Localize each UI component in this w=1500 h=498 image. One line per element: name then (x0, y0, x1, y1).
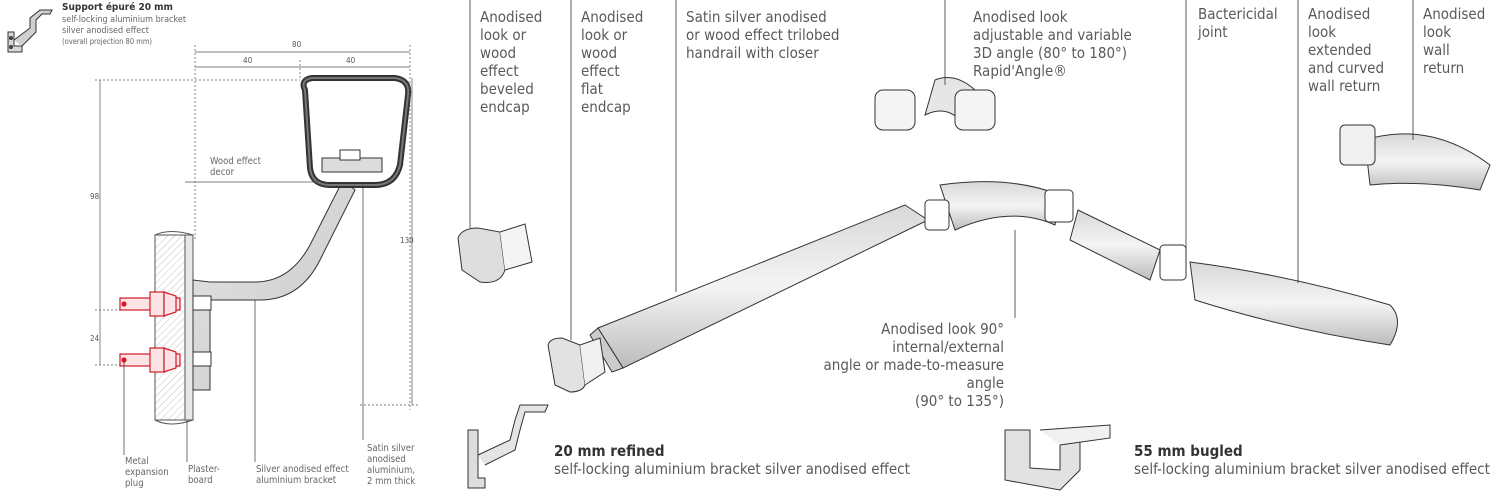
dim-24: 24 (90, 334, 100, 343)
label-decor: Wood effect decor (210, 156, 261, 178)
label-satin: Satin silver anodised aluminium, 2 mm th… (367, 443, 416, 487)
dim-130: 130 (400, 236, 414, 245)
callout-beveled-endcap: Anodised look or wood effect beveled end… (480, 8, 543, 116)
bracket-bugled-desc: self-locking aluminium bracket silver an… (1134, 460, 1490, 478)
section-title: Support épuré 20 mm (62, 2, 173, 13)
dim-98: 98 (90, 192, 100, 201)
section-drawing (7, 9, 420, 462)
callout-trilobed-handrail: Satin silver anodised or wood effect tri… (686, 8, 840, 62)
callout-leaders (469, 0, 1414, 340)
label-bracket: Silver anodised effect aluminium bracket (256, 464, 349, 486)
label-plasterboard: Plaster- board (188, 464, 220, 486)
callout-extended-return: Anodised look extended and curved wall r… (1308, 5, 1385, 95)
bracket-refined-title: 20 mm refined (554, 442, 665, 460)
handrail-assembly (457, 77, 1491, 491)
callout-rapid-angle: Anodised look adjustable and variable 3D… (973, 8, 1132, 80)
callout-flat-endcap: Anodised look or wood effect flat endcap (581, 8, 644, 116)
expansion-plugs (119, 291, 181, 373)
callout-bactericidal-joint: Bactericidal joint (1198, 5, 1278, 41)
section-note: (overall projection 80 mm) (62, 37, 153, 46)
callout-wall-return: Anodised look wall return (1423, 5, 1486, 77)
bracket-bugled-title: 55 mm bugled (1134, 442, 1243, 460)
section-subtitle-1: self-locking aluminium bracket (62, 15, 187, 25)
bracket-refined-desc: self-locking aluminium bracket silver an… (554, 460, 910, 478)
section-subtitle-2: silver anodised effect (62, 26, 149, 36)
label-plug: Metal expansion plug (125, 456, 169, 489)
dim-40-left: 40 (243, 56, 253, 65)
bracket-icon-small (7, 9, 53, 53)
dim-80: 80 (292, 40, 302, 49)
dim-40-right: 40 (346, 56, 356, 65)
callout-angle: Anodised look 90° internal/external angl… (823, 320, 1005, 410)
